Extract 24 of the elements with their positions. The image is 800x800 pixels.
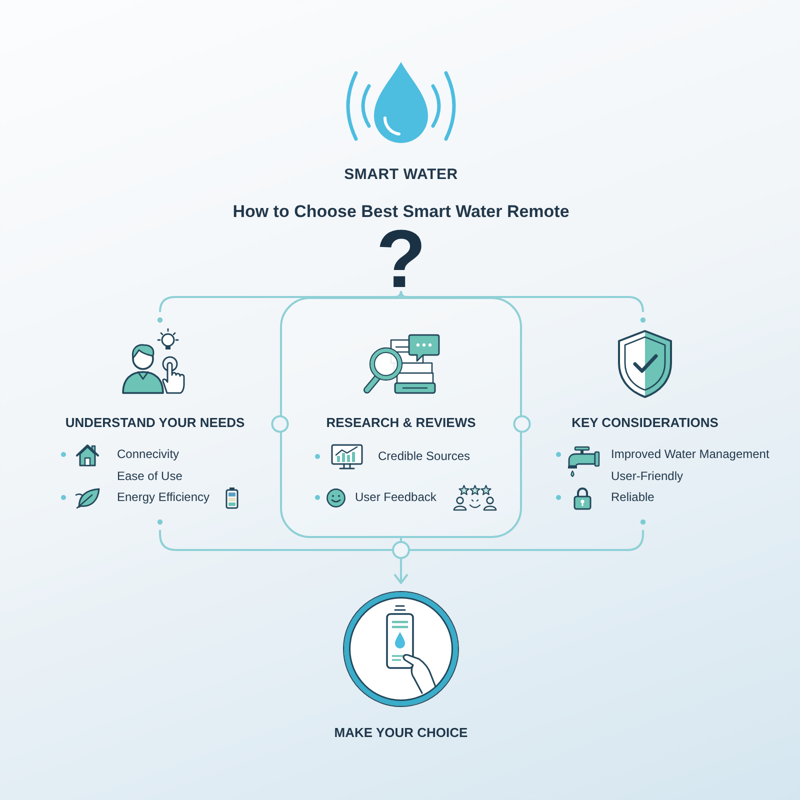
connector-line [400, 290, 644, 313]
question-mark: ? [376, 229, 426, 291]
step-card [280, 297, 522, 538]
feature-text: Ease of Use [117, 468, 182, 484]
connector-line [159, 530, 392, 551]
feature-text: Reliable [611, 490, 654, 506]
step-heading: KEY CONSIDERATIONS [572, 415, 718, 431]
diagram-title: SMART WATER [344, 165, 458, 185]
feature-text: Credible Sources [378, 449, 470, 464]
connector-line [410, 530, 644, 551]
junction-ring [392, 541, 410, 559]
step-heading: MAKE YOUR CHOICE [334, 725, 468, 741]
step-heading: RESEARCH & REVIEWS [326, 415, 476, 431]
feature-text: User Feedback [355, 490, 436, 505]
connector-line [400, 291, 402, 297]
diagram-subtitle: How to Choose Best Smart Water Remote [232, 201, 570, 223]
connector-line [400, 538, 402, 541]
feature-text: Connecivity [117, 447, 180, 462]
feature-text: Improved Water Management [611, 447, 770, 462]
connector-line [159, 290, 402, 313]
connector-arrow [394, 559, 408, 584]
feature-text: Energy Efficiency [117, 490, 210, 506]
feature-text: User-Friendly [611, 468, 684, 484]
step-heading: UNDERSTAND YOUR NEEDS [65, 415, 245, 431]
